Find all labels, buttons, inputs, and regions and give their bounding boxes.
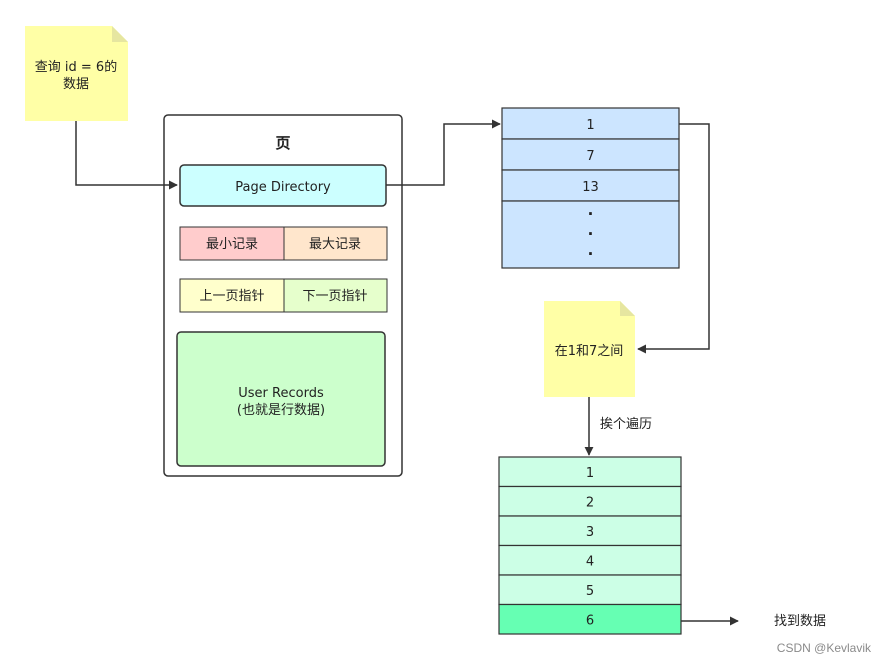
arrow-query-to-directory (75, 121, 178, 190)
directory-slot-label-1: 1 (586, 118, 594, 133)
max-record-box (283, 226, 388, 261)
next-pointer-label: 下一页指针 (302, 289, 367, 304)
directory-slot-1 (501, 107, 680, 140)
user-records-line2: (也就是行数据) (237, 403, 325, 418)
arrow-directory-to-slots (386, 119, 501, 186)
query-note: 查询 id = 6的 数据 (25, 26, 128, 121)
record-row-1 (498, 456, 682, 488)
record-row-5 (498, 574, 682, 606)
prev-pointer-box (179, 278, 285, 313)
query-note-line1: 查询 id = 6的 (35, 59, 117, 75)
traverse-label: 挨个遍历 (600, 416, 652, 432)
user-records-line1: User Records (238, 386, 324, 401)
prev-pointer-label: 上一页指针 (199, 289, 264, 304)
max-record-label: 最大记录 (309, 237, 361, 252)
record-row-label-6: 6 (586, 614, 594, 629)
record-row-label-2: 2 (586, 496, 594, 511)
record-row-label-4: 4 (586, 555, 594, 570)
record-row-label-1: 1 (586, 466, 594, 481)
record-list: 1 2 3 4 5 6 (498, 456, 682, 635)
record-row-label-5: 5 (586, 584, 594, 599)
directory-slot-label-3: 13 (582, 180, 599, 195)
between-note: 在1和7之间 (544, 301, 635, 397)
between-note-fold (620, 301, 635, 316)
page-directory-label: Page Directory (235, 180, 331, 195)
directory-ellipsis-1: · (588, 205, 594, 223)
between-note-shape (544, 301, 635, 397)
query-note-fold (112, 26, 128, 42)
page-container: 页 Page Directory 最小记录 最大记录 上一页指针 下一页指针 U… (163, 114, 403, 477)
page-title: 页 (275, 134, 290, 152)
record-row-label-3: 3 (586, 525, 594, 540)
directory-ellipsis-3: · (588, 245, 594, 263)
record-row-2 (498, 485, 682, 517)
user-records-box (176, 331, 386, 467)
next-pointer-box (283, 278, 388, 313)
connectors (75, 119, 739, 626)
record-row-found (498, 603, 682, 635)
min-record-label: 最小记录 (206, 237, 258, 252)
query-note-line2: 数据 (63, 77, 89, 92)
between-note-label: 在1和7之间 (555, 344, 624, 359)
directory-ellipsis-2: · (588, 225, 594, 243)
directory-slots: 1 7 13 · · · (501, 107, 680, 269)
watermark: CSDN @Kevlavik (776, 641, 871, 655)
directory-slot-more (501, 200, 680, 269)
query-note-shape (25, 26, 128, 121)
directory-slot-label-2: 7 (586, 149, 594, 164)
arrow-slots-to-note (637, 123, 710, 354)
found-label: 找到数据 (774, 614, 826, 629)
